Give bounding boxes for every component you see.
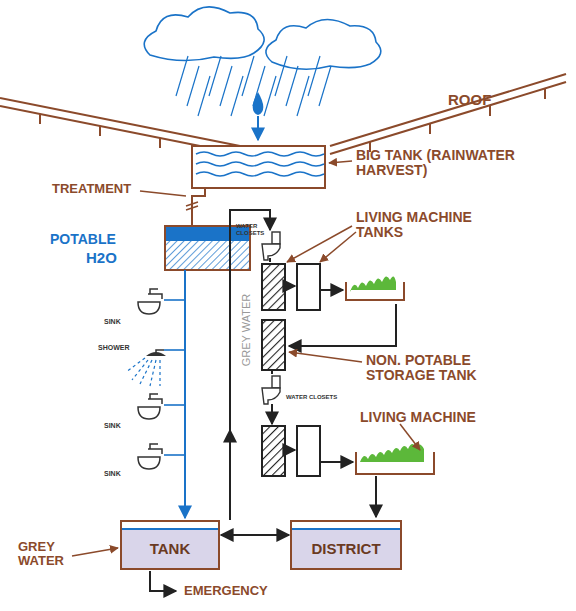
rain-stroke <box>187 66 199 106</box>
callout-label: GREY WATER <box>18 540 78 569</box>
toilet-symbol <box>262 376 280 404</box>
callout-label: TREATMENT <box>52 182 131 196</box>
potable-pipe <box>184 270 186 518</box>
rainwater-tank <box>192 146 325 188</box>
toilet-symbol <box>262 232 280 260</box>
water-drop <box>253 92 264 115</box>
living-machine-tank <box>262 264 320 476</box>
treatment-pipe <box>192 188 205 225</box>
storage-tank-box: TANK <box>120 520 220 570</box>
callout-label: NON. POTABLE STORAGE TANK <box>366 353 541 384</box>
rain-stroke <box>264 76 276 116</box>
tank-label: DISTRICT <box>305 532 386 559</box>
callout-label: SINK <box>104 318 121 326</box>
rain-stroke <box>209 56 221 96</box>
rain-stroke <box>275 56 287 96</box>
callout-label: ROOF <box>448 92 491 109</box>
flow-line <box>270 258 396 517</box>
rain-stroke <box>231 76 243 116</box>
shower-symbol <box>126 350 166 386</box>
storage-tank-box: DISTRICT <box>290 520 402 570</box>
callout-label: SHOWER <box>98 344 130 352</box>
leader-line <box>72 226 420 556</box>
callout-label: WATER CLOSETS <box>236 223 270 236</box>
callout-label: BIG TANK (RAINWATER HARVEST) <box>356 148 546 179</box>
sink-symbol <box>138 444 162 469</box>
callout-label: H2O <box>86 250 117 267</box>
flow-arrow <box>229 430 231 450</box>
callout-label: LIVING MACHINE TANKS <box>356 210 521 241</box>
leader-line <box>140 191 186 196</box>
sink-symbol <box>138 289 162 314</box>
callout-label: LIVING MACHINE <box>360 410 476 425</box>
leader-line <box>329 161 352 163</box>
rain-stroke <box>242 56 254 96</box>
callout-label: WATER CLOSETS <box>286 394 337 401</box>
rain-stroke <box>176 56 188 96</box>
emergency-outflow <box>150 571 176 591</box>
rain-stroke <box>308 56 320 96</box>
clouds <box>144 7 381 69</box>
rain <box>176 56 331 116</box>
rain-stroke <box>286 66 298 106</box>
vertical-pipe-label: GREY WATER <box>240 294 252 367</box>
tank-label: TANK <box>144 532 197 559</box>
rain-stroke <box>198 76 210 116</box>
rain-stroke <box>297 76 309 116</box>
rain-stroke <box>220 66 232 106</box>
inflow-arrow <box>257 116 259 140</box>
potable-water <box>166 241 249 269</box>
callout-label: POTABLE <box>50 232 116 247</box>
rain-stroke <box>319 66 331 106</box>
callout-label: SINK <box>104 422 121 430</box>
callout-label: SINK <box>104 470 121 478</box>
fixture-branches <box>164 300 185 455</box>
exchange-connector <box>221 534 289 536</box>
tank-water <box>196 152 324 176</box>
sink-symbol <box>138 394 162 419</box>
callout-label: EMERGENCY <box>184 584 268 598</box>
treatment-mark <box>186 202 198 210</box>
